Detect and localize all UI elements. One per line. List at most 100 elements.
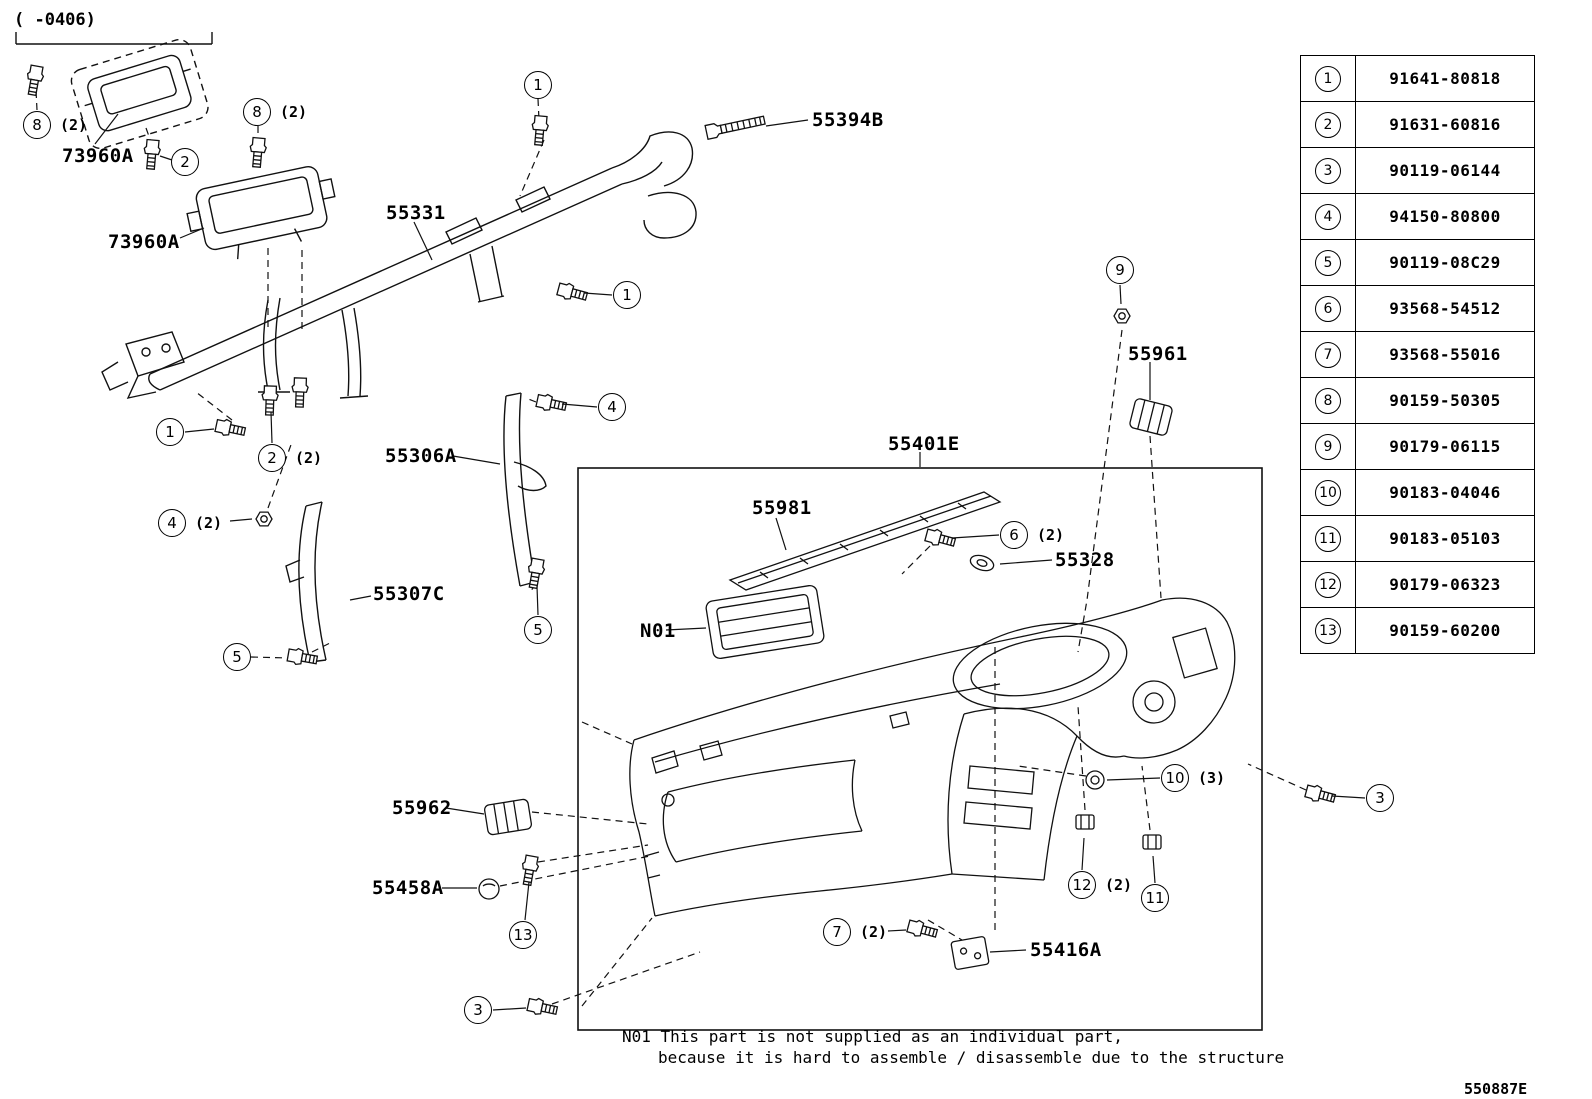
part-index-cell: 1	[1300, 55, 1356, 102]
callout-4: 4(2)	[158, 509, 222, 537]
callout-1: 1	[524, 71, 552, 99]
part-index-cell: 12	[1300, 561, 1356, 608]
part-index-cell: 8	[1300, 377, 1356, 424]
part-label-55307C: 55307C	[373, 583, 445, 605]
callout-11: 11	[1141, 884, 1169, 912]
part-index-badge: 8	[1315, 387, 1341, 414]
part-index-badge: 10	[1315, 479, 1341, 506]
part-number: 90183-04046	[1355, 469, 1535, 516]
parts-table-row: 1 91641-80818	[1300, 55, 1535, 102]
callout-number: 5	[223, 643, 251, 671]
part-index-badge: 13	[1315, 617, 1341, 644]
part-index-badge: 3	[1315, 157, 1341, 184]
part-number: 90159-60200	[1355, 607, 1535, 654]
part-index-badge: 2	[1315, 111, 1341, 138]
part-label-55458A: 55458A	[372, 877, 444, 899]
parts-table-row: 10 90183-04046	[1300, 469, 1535, 516]
callout-4: 4	[598, 393, 626, 421]
part-label-55416A: 55416A	[1030, 939, 1102, 961]
part-index-cell: 5	[1300, 239, 1356, 286]
callout-number: 1	[524, 71, 552, 99]
part-index-cell: 2	[1300, 101, 1356, 148]
callout-8: 8(2)	[23, 111, 87, 139]
part-index-cell: 4	[1300, 193, 1356, 240]
callout-number: 11	[1141, 884, 1169, 912]
center-vent-art	[705, 584, 825, 660]
production-period-note: ( -0406)	[14, 10, 96, 30]
parts-table-row: 8 90159-50305	[1300, 377, 1535, 424]
part-label-55961: 55961	[1128, 343, 1188, 365]
callout-2: 2	[171, 148, 199, 176]
callout-quantity: (2)	[295, 449, 323, 467]
callout-number: 7	[823, 918, 851, 946]
callout-number: 9	[1106, 256, 1134, 284]
part-number: 91641-80818	[1355, 55, 1535, 102]
callout-5: 5	[524, 616, 552, 644]
part-label-55394B: 55394B	[812, 109, 884, 131]
callout-number: 2	[171, 148, 199, 176]
callout-quantity: (2)	[1037, 526, 1065, 544]
part-label-55981: 55981	[752, 497, 812, 519]
callout-9: 9	[1106, 256, 1134, 284]
callout-number: 4	[598, 393, 626, 421]
part-index-badge: 9	[1315, 433, 1341, 460]
part-index-badge: 1	[1315, 65, 1341, 92]
footnote: N01 This part is not supplied as an indi…	[622, 1026, 1284, 1068]
leader-lines	[94, 113, 1366, 1011]
part-index-cell: 11	[1300, 515, 1356, 562]
part-index-badge: 12	[1315, 571, 1341, 598]
airbag-module-0406-art	[70, 38, 209, 150]
part-index-cell: 10	[1300, 469, 1356, 516]
callout-number: 5	[524, 616, 552, 644]
callout-12: 12 (2)	[1068, 871, 1132, 899]
callout-number: 13	[509, 921, 537, 949]
part-label-55306A: 55306A	[385, 445, 457, 467]
instrument-panel-art	[629, 597, 1236, 917]
callout-10: 10 (3)	[1161, 764, 1225, 792]
callout-quantity: (2)	[60, 116, 88, 134]
part-number: 90159-50305	[1355, 377, 1535, 424]
part-index-cell: 7	[1300, 331, 1356, 378]
callout-number: 2	[258, 444, 286, 472]
side-defroster-lh-art	[483, 798, 533, 836]
part-label-55328: 55328	[1055, 549, 1115, 571]
callout-1: 1	[156, 418, 184, 446]
part-index-badge: 11	[1315, 525, 1341, 552]
callout-number: 4	[158, 509, 186, 537]
airbag-module-art	[186, 165, 336, 260]
footnote-line-2: because it is hard to assemble / disasse…	[658, 1048, 1285, 1067]
part-number: 91631-60816	[1355, 101, 1535, 148]
part-number: 90119-06144	[1355, 147, 1535, 194]
callout-13: 13	[509, 921, 537, 949]
stay-55307C-art	[285, 501, 327, 663]
callout-3: 3	[1366, 784, 1394, 812]
callout-7: 7 (2)	[823, 918, 887, 946]
callout-number: 3	[464, 996, 492, 1024]
callout-number: 12	[1068, 871, 1096, 899]
stay-55306A-art	[503, 392, 547, 587]
callout-number: 6	[1000, 521, 1028, 549]
callout-quantity: (2)	[1105, 876, 1133, 894]
footnote-line-1: N01 This part is not supplied as an indi…	[622, 1027, 1123, 1046]
callout-number: 8	[243, 98, 271, 126]
parts-table-row: 13 90159-60200	[1300, 607, 1535, 654]
part-label-55331: 55331	[386, 202, 446, 224]
callout-quantity: (2)	[860, 923, 888, 941]
callout-quantity: (3)	[1198, 769, 1226, 787]
callout-number: 1	[613, 281, 641, 309]
part-index-badge: 7	[1315, 341, 1341, 368]
defroster-garnish-art	[728, 491, 1002, 591]
callout-6: 6 (2)	[1000, 521, 1064, 549]
part-number: 93568-55016	[1355, 331, 1535, 378]
panel-frame-box	[577, 467, 1263, 1031]
callout-number: 10	[1161, 764, 1189, 792]
part-number: 94150-80800	[1355, 193, 1535, 240]
